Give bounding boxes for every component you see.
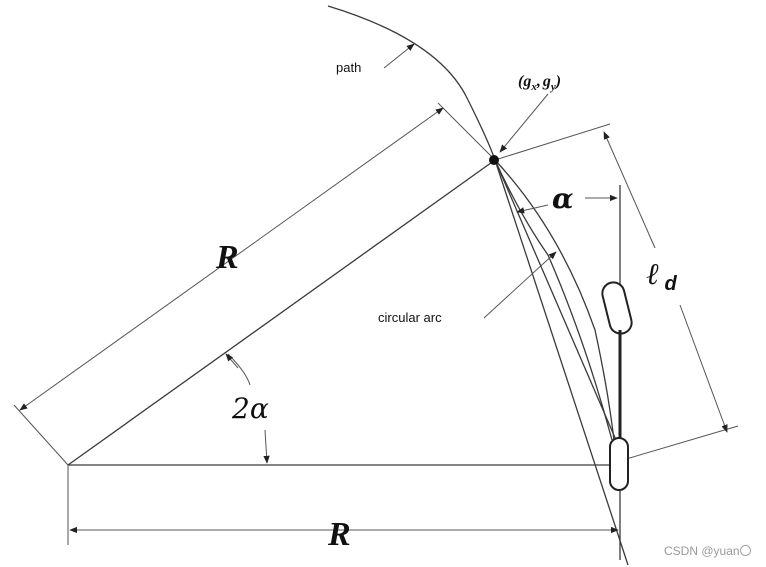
front-wheel bbox=[601, 281, 633, 335]
dim-ext-goal bbox=[437, 102, 496, 161]
path-label-leader bbox=[383, 43, 415, 69]
goal-point-label: (gx,gy) bbox=[518, 73, 561, 93]
two-alpha-label: 2α bbox=[231, 392, 269, 425]
two-alpha-arrow-down bbox=[263, 429, 270, 464]
dim-ext-ld-bottom bbox=[615, 425, 739, 463]
dim-ext-left bbox=[13, 404, 69, 466]
lookahead-chord bbox=[494, 159, 617, 441]
dim-ext-ld-top bbox=[494, 123, 611, 161]
alpha-label: α bbox=[552, 182, 574, 215]
heading-extension-line bbox=[494, 159, 629, 566]
alpha-arrow-left bbox=[516, 204, 549, 214]
rear-wheel bbox=[609, 437, 629, 491]
dim-line-ld-lower bbox=[679, 304, 728, 433]
circular-arc-leader bbox=[483, 251, 557, 319]
path-label: path bbox=[336, 60, 361, 75]
radius-label-upper: R bbox=[215, 239, 239, 276]
two-alpha-angle-arc bbox=[227, 353, 251, 386]
watermark: CSDN @yuan〇 bbox=[664, 544, 752, 558]
path-curve bbox=[327, 5, 613, 441]
dim-line-R-upper bbox=[19, 107, 444, 411]
goal-point-dot bbox=[489, 155, 499, 165]
two-alpha-arrow-up bbox=[225, 353, 239, 369]
circular-arc-label: circular arc bbox=[378, 310, 442, 325]
radius-label-bottom: R bbox=[327, 516, 351, 553]
goal-point-leader bbox=[499, 93, 549, 153]
circular-arc-curve bbox=[494, 159, 615, 441]
dim-line-ld-upper bbox=[603, 131, 656, 249]
